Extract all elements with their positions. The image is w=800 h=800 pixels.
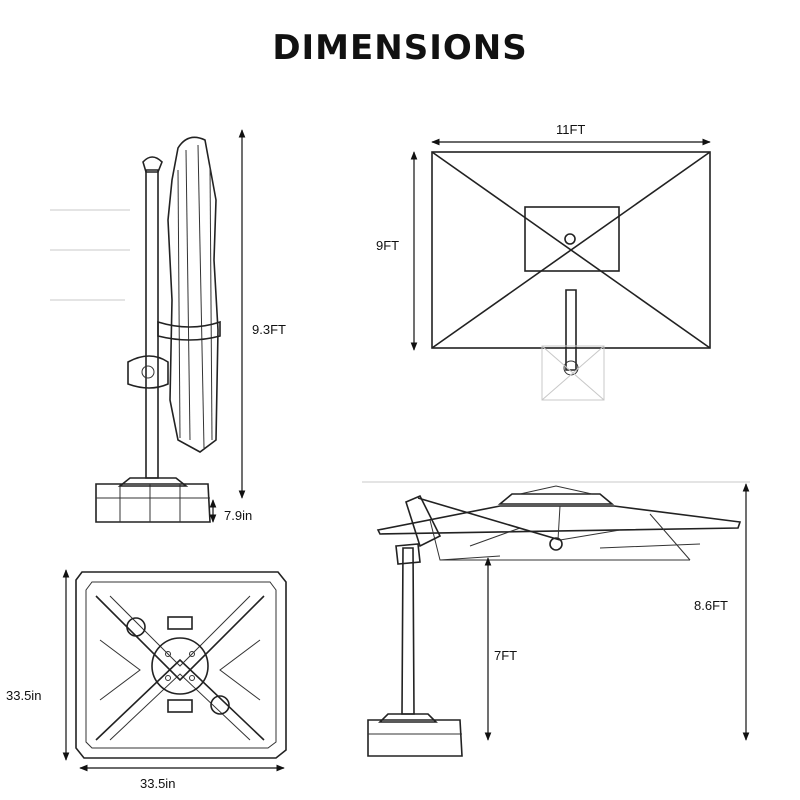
height-label: 9.3FT xyxy=(252,322,286,337)
page-title: DIMENSIONS xyxy=(272,28,528,68)
total-height-label: 8.6FT xyxy=(694,598,728,613)
closed-umbrella-side-view xyxy=(50,136,221,523)
clearance-label: 7FT xyxy=(494,648,518,663)
base-height-label: 7.9in xyxy=(224,508,253,523)
canopy-top-view xyxy=(431,151,711,401)
canopy-depth-label: 9FT xyxy=(376,238,400,253)
open-umbrella-side-view xyxy=(362,481,750,757)
base-top-view xyxy=(75,571,287,759)
base-width-label: 33.5in xyxy=(140,776,176,791)
canopy-width-label: 11FT xyxy=(556,122,586,137)
base-depth-label: 33.5in xyxy=(6,688,42,703)
